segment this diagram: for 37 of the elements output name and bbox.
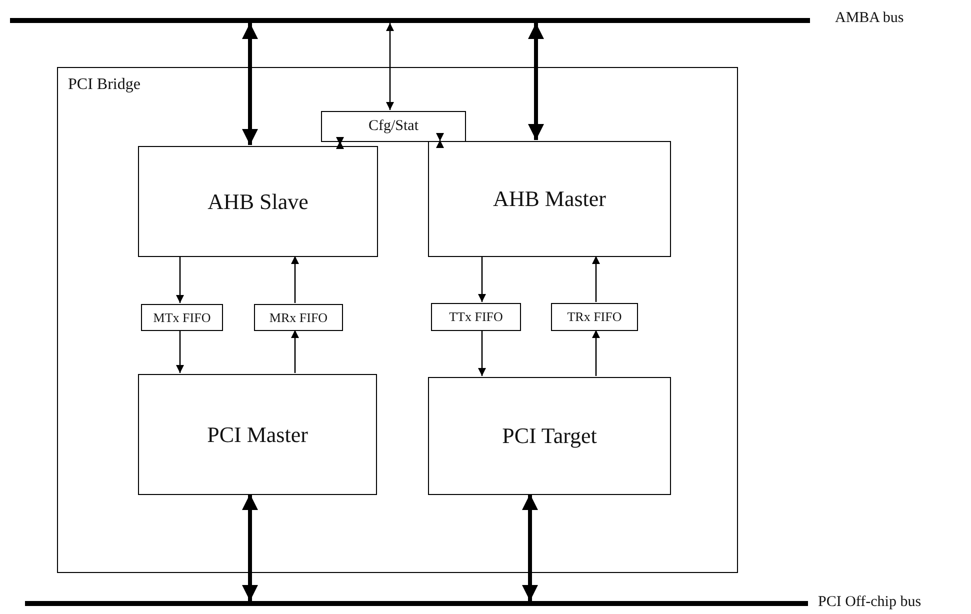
- block-label: TTx FIFO: [449, 309, 503, 325]
- block-label: PCI Master: [207, 422, 308, 448]
- block-label: AHB Master: [492, 186, 606, 212]
- bus-label: AMBA bus: [835, 10, 904, 27]
- block-box: [138, 146, 378, 257]
- block-label: MTx FIFO: [153, 310, 211, 326]
- bridge-frame: [57, 67, 738, 573]
- arrow: [478, 330, 486, 376]
- arrow: [176, 330, 184, 373]
- block-box: [138, 374, 377, 495]
- block-box: [431, 303, 521, 331]
- arrow: [242, 494, 258, 601]
- block-box: [428, 377, 671, 495]
- arrow: [592, 330, 600, 376]
- block-box: [321, 111, 466, 142]
- arrow: [336, 137, 344, 149]
- block-box: [551, 303, 638, 331]
- arrow: [386, 23, 394, 110]
- arrow: [242, 23, 258, 145]
- arrow: [291, 256, 299, 303]
- block-box: [428, 141, 671, 257]
- frame-title: PCI Bridge: [68, 76, 140, 94]
- arrow: [592, 256, 600, 302]
- arrow: [176, 256, 184, 303]
- bus-label: PCI Off-chip bus: [818, 594, 922, 611]
- block-label: AHB Slave: [208, 188, 308, 214]
- arrow: [478, 256, 486, 302]
- arrow: [436, 133, 444, 148]
- block-label: MRx FIFO: [269, 310, 328, 326]
- arrow: [528, 23, 544, 140]
- arrow: [291, 330, 299, 373]
- block-label: Cfg/Stat: [368, 118, 418, 135]
- arrow: [522, 494, 538, 601]
- block-label: TRx FIFO: [567, 309, 622, 325]
- block-label: PCI Target: [502, 423, 597, 449]
- block-box: [141, 304, 223, 331]
- block-box: [254, 304, 343, 331]
